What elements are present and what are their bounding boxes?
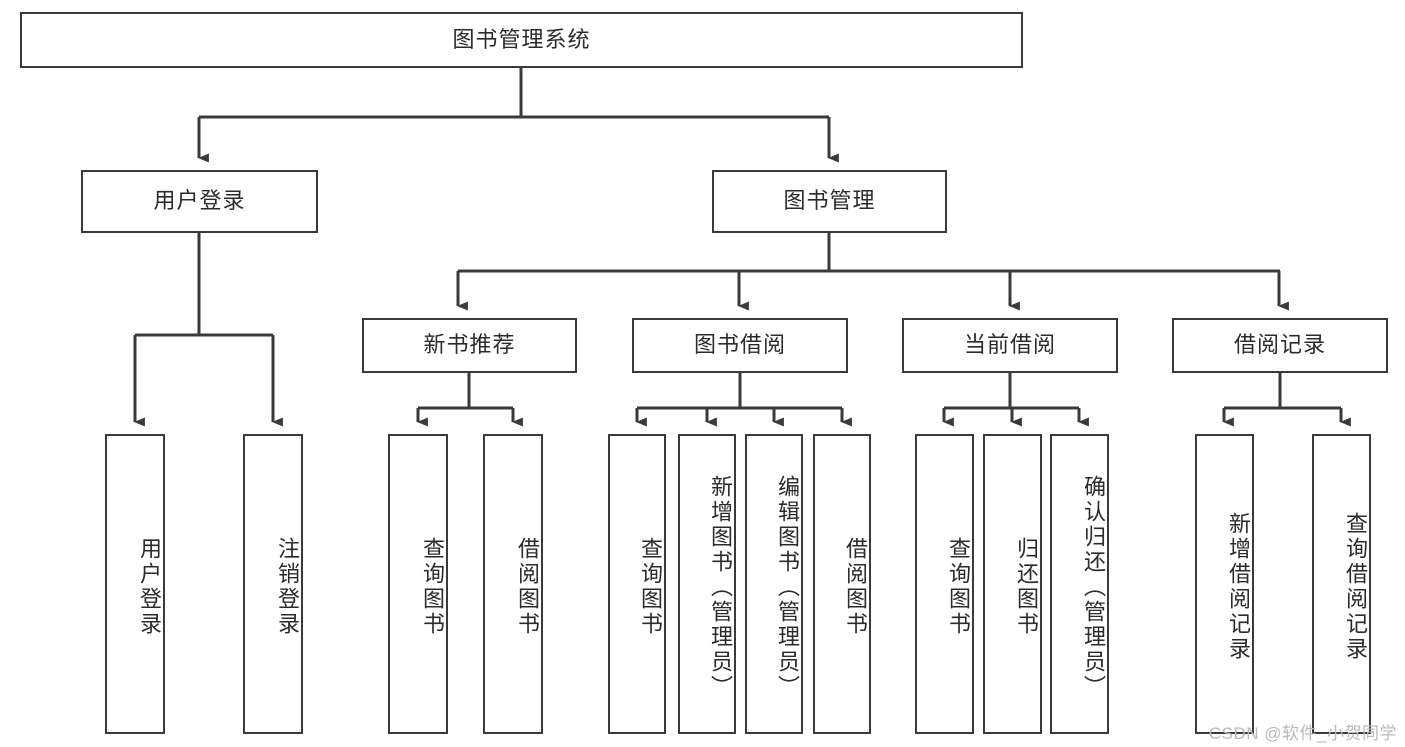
node-borrow-record-label: 借阅记录 [1233,332,1326,358]
node-leaf-borrow-book-1[interactable]: 借阅图书 [483,434,543,734]
node-new-book-rec[interactable]: 新书推荐 [362,318,577,373]
node-user-login-label: 用户登录 [153,188,246,214]
node-root[interactable]: 图书管理系统 [20,12,1023,68]
node-book-borrow-label: 图书借阅 [693,332,786,358]
node-current-borrow[interactable]: 当前借阅 [902,318,1118,373]
node-leaf-borrow-book-1-label: 借阅图书 [515,537,540,637]
node-leaf-borrow-book-2[interactable]: 借阅图书 [813,434,871,734]
csdn-watermark: CSDN @软件_小贺同学 [1208,724,1397,743]
node-leaf-query-book-1[interactable]: 查询图书 [388,434,448,734]
node-leaf-query-book-3[interactable]: 查询图书 [915,434,974,734]
node-leaf-return-book[interactable]: 归还图书 [983,434,1042,734]
node-book-manage-label: 图书管理 [783,188,876,214]
node-book-borrow[interactable]: 图书借阅 [632,318,848,373]
node-leaf-user-login-label: 用户登录 [137,537,162,637]
node-leaf-return-book-label: 归还图书 [1014,537,1039,637]
node-leaf-query-record-label: 查询借阅记录 [1343,512,1368,662]
node-current-borrow-label: 当前借阅 [963,332,1056,358]
node-leaf-query-book-2[interactable]: 查询图书 [608,434,666,734]
node-borrow-record[interactable]: 借阅记录 [1172,318,1388,373]
node-leaf-borrow-book-2-label: 借阅图书 [843,537,868,637]
node-book-manage[interactable]: 图书管理 [712,170,947,233]
node-leaf-add-record-label: 新增借阅记录 [1226,512,1251,662]
node-leaf-confirm-return-label: 确认归还（管理员） [1081,474,1106,700]
node-leaf-query-book-1-label: 查询图书 [420,537,445,637]
node-leaf-logout-label: 注销登录 [275,537,300,637]
node-new-book-rec-label: 新书推荐 [423,332,516,358]
node-leaf-add-book[interactable]: 新增图书（管理员） [678,434,736,734]
node-leaf-logout[interactable]: 注销登录 [243,434,303,734]
node-root-label: 图书管理系统 [452,26,591,52]
node-leaf-add-record[interactable]: 新增借阅记录 [1195,434,1254,734]
node-leaf-user-login[interactable]: 用户登录 [105,434,165,734]
node-leaf-query-book-2-label: 查询图书 [638,537,663,637]
node-leaf-confirm-return[interactable]: 确认归还（管理员） [1050,434,1109,734]
node-leaf-add-book-label: 新增图书（管理员） [708,474,733,700]
node-leaf-edit-book[interactable]: 编辑图书（管理员） [745,434,803,734]
node-leaf-query-book-3-label: 查询图书 [946,537,971,637]
node-leaf-edit-book-label: 编辑图书（管理员） [775,474,800,700]
node-user-login[interactable]: 用户登录 [81,170,318,233]
node-leaf-query-record[interactable]: 查询借阅记录 [1312,434,1371,734]
